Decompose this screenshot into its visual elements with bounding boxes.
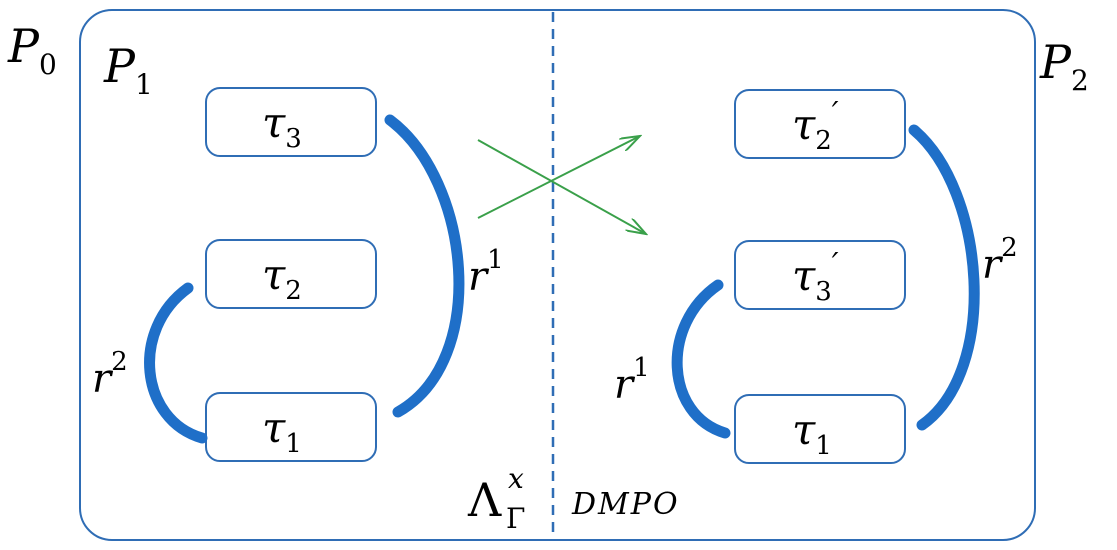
left-box-top: τ3 <box>205 87 377 157</box>
left-inner-arc-label: r2 <box>92 347 128 402</box>
left-box-bottom: τ1 <box>205 392 377 462</box>
right-box-bottom: τ1 <box>734 394 906 464</box>
right-inner-arc <box>671 279 731 439</box>
svg-text:τ2′: τ2′ <box>792 96 839 156</box>
lambda-superscript: x <box>508 462 524 495</box>
region-label-p1: P1 <box>103 39 153 101</box>
left-inner-arc <box>144 282 208 444</box>
left-box-middle: τ2 <box>205 239 377 309</box>
svg-text:τ3′: τ3′ <box>792 247 839 307</box>
right-outer-arc-label: r2 <box>982 233 1018 288</box>
svg-text:τ2: τ2 <box>262 250 302 306</box>
cross-arrow-up <box>477 136 640 219</box>
right-box-top: τ2′ <box>734 89 906 159</box>
region-label-p0: P0 <box>7 19 57 81</box>
svg-text:τ1: τ1 <box>262 403 302 459</box>
dmpo-label: DMPO <box>571 487 680 522</box>
right-box-middle: τ3′ <box>734 240 906 310</box>
right-outer-arc <box>908 124 980 431</box>
svg-text:τ3: τ3 <box>262 98 302 154</box>
cross-arrow-down <box>477 139 646 234</box>
left-outer-arc <box>384 114 465 418</box>
right-inner-arc-label: r1 <box>614 353 650 408</box>
svg-text:τ1: τ1 <box>792 405 832 461</box>
lambda-symbol: Λ <box>467 473 502 527</box>
left-outer-arc-label: r1 <box>468 245 504 300</box>
outer-frame <box>79 9 1036 541</box>
region-label-p2: P2 <box>1039 35 1089 97</box>
lambda-subscript: Γ <box>506 502 525 535</box>
